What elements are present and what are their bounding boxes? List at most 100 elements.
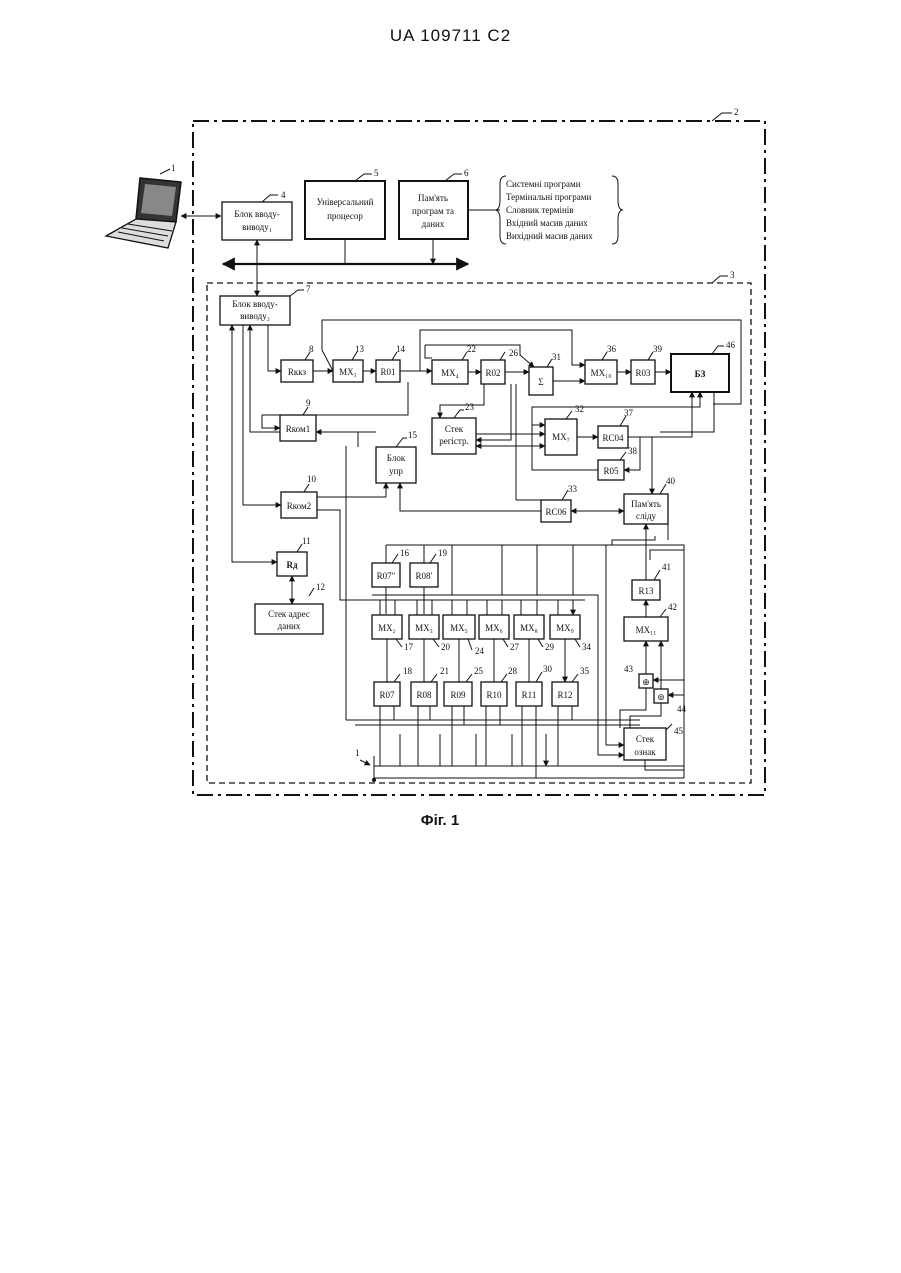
svg-text:сліду: сліду [636,511,657,521]
block-mx8: MX₈ 29 [514,615,555,652]
svg-text:37: 37 [624,408,634,418]
block-control: Блок упр 15 [376,430,418,483]
svg-text:42: 42 [668,602,677,612]
svg-text:35: 35 [580,666,590,676]
block-r11: R11 30 [516,664,553,706]
svg-text:15: 15 [408,430,418,440]
svg-text:Rком2: Rком2 [287,501,311,511]
svg-text:29: 29 [545,642,555,652]
svg-text:R09: R09 [450,690,466,700]
svg-text:28: 28 [508,666,518,676]
block-xor: ⊕ 43 [624,664,653,688]
block-r03: R03 39 [631,344,663,384]
block-r12: R12 35 [552,666,590,706]
svg-text:5: 5 [374,168,379,178]
svg-text:39: 39 [653,344,663,354]
block-rd: Rд 11 [277,536,311,576]
svg-text:RC06: RC06 [545,507,567,517]
block-rc04: RC04 37 [598,408,634,448]
svg-text:23: 23 [465,402,475,412]
svg-text:Блок вводу-: Блок вводу- [234,209,279,219]
svg-text:R08′: R08′ [416,571,433,581]
block-rkom2: Rком2 10 [281,474,317,518]
svg-text:46: 46 [726,340,736,350]
svg-text:Rд: Rд [286,560,297,570]
svg-text:6: 6 [464,168,469,178]
svg-text:MX₁: MX₁ [339,367,357,377]
svg-text:Словник термінів: Словник термінів [506,205,574,215]
memory-contents-list: Системні програми Термінальні програми С… [506,179,593,241]
block-stack-addr: Стек адрес даних 12 [255,582,325,634]
svg-text:36: 36 [607,344,617,354]
subsystem-frame [207,283,751,783]
svg-text:24: 24 [475,646,485,656]
svg-text:13: 13 [355,344,365,354]
svg-text:MX₄: MX₄ [441,368,459,378]
svg-text:ознак: ознак [634,747,656,757]
svg-text:MX₁₀: MX₁₀ [591,368,612,378]
block-io2: Блок вводу- виводу₂ 7 [220,284,311,325]
svg-text:R12: R12 [557,690,572,700]
svg-text:Rком1: Rком1 [286,424,310,434]
svg-text:Rккз: Rккз [288,367,307,377]
svg-text:44: 44 [677,704,687,714]
block-mx2: MX₂ 17 [372,615,414,652]
svg-text:виводу₁: виводу₁ [242,222,272,232]
svg-text:33: 33 [568,484,578,494]
svg-text:38: 38 [628,446,638,456]
svg-text:R02: R02 [485,368,500,378]
block-bz: БЗ 46 [671,340,736,392]
block-r07: R07 18 [374,666,413,706]
block-r02: R02 26 [481,348,519,384]
block-r08: R08 21 [411,666,449,706]
block-cmp: ⊚ 44 [654,689,687,714]
block-mx4: MX₄ 22 [432,344,476,384]
block-r01: R01 14 [376,344,406,382]
svg-text:31: 31 [552,352,561,362]
svg-text:MX₁₁: MX₁₁ [636,625,657,635]
svg-text:Універсальний: Універсальний [317,197,374,207]
svg-text:40: 40 [666,476,676,486]
block-mem-trace: Пам'ять сліду 40 [624,476,676,524]
svg-text:26: 26 [509,348,519,358]
block-sum: Σ 31 [529,352,561,395]
svg-text:41: 41 [662,562,671,572]
block-mx1: MX₁ 13 [333,344,365,382]
figure-caption: Фіг. 1 [380,812,500,829]
svg-text:12: 12 [316,582,325,592]
svg-text:17: 17 [404,642,414,652]
svg-text:MX₉: MX₉ [556,623,574,633]
block-r05: R05 38 [598,446,638,480]
svg-text:34: 34 [582,642,592,652]
svg-text:упр: упр [389,466,403,476]
svg-text:Блок вводу-: Блок вводу- [232,299,277,309]
svg-text:MX₂: MX₂ [378,623,396,633]
svg-text:MX₃: MX₃ [415,623,433,633]
svg-text:MX₇: MX₇ [552,432,570,442]
svg-text:Стек: Стек [445,424,464,434]
svg-text:Пам'ять: Пам'ять [418,193,448,203]
block-mx10: MX₁₀ 36 [585,344,617,384]
svg-text:⊕: ⊕ [642,677,650,687]
svg-text:MX₈: MX₈ [520,623,538,633]
block-mx9: MX₉ 34 [550,615,592,652]
svg-text:даних: даних [278,621,301,631]
svg-text:21: 21 [440,666,449,676]
svg-text:1: 1 [171,163,176,173]
svg-text:19: 19 [438,548,448,558]
svg-text:R03: R03 [635,368,651,378]
block-rkka: Rккз 8 [281,344,314,382]
svg-text:4: 4 [281,190,286,200]
svg-text:Σ: Σ [538,377,543,387]
block-r13: R13 41 [632,562,671,600]
svg-text:8: 8 [309,344,314,354]
svg-text:Вихідний масив даних: Вихідний масив даних [506,231,593,241]
svg-text:18: 18 [403,666,413,676]
svg-text:MX₅: MX₅ [450,623,468,633]
block-stack-sign: Стек ознак 45 [624,724,684,760]
block-mx7: MX₇ 32 [545,404,584,455]
system-number: 2 [734,107,739,117]
block-r08-top: R08′ 19 [410,548,448,587]
svg-text:45: 45 [674,726,684,736]
laptop-icon [106,178,181,248]
